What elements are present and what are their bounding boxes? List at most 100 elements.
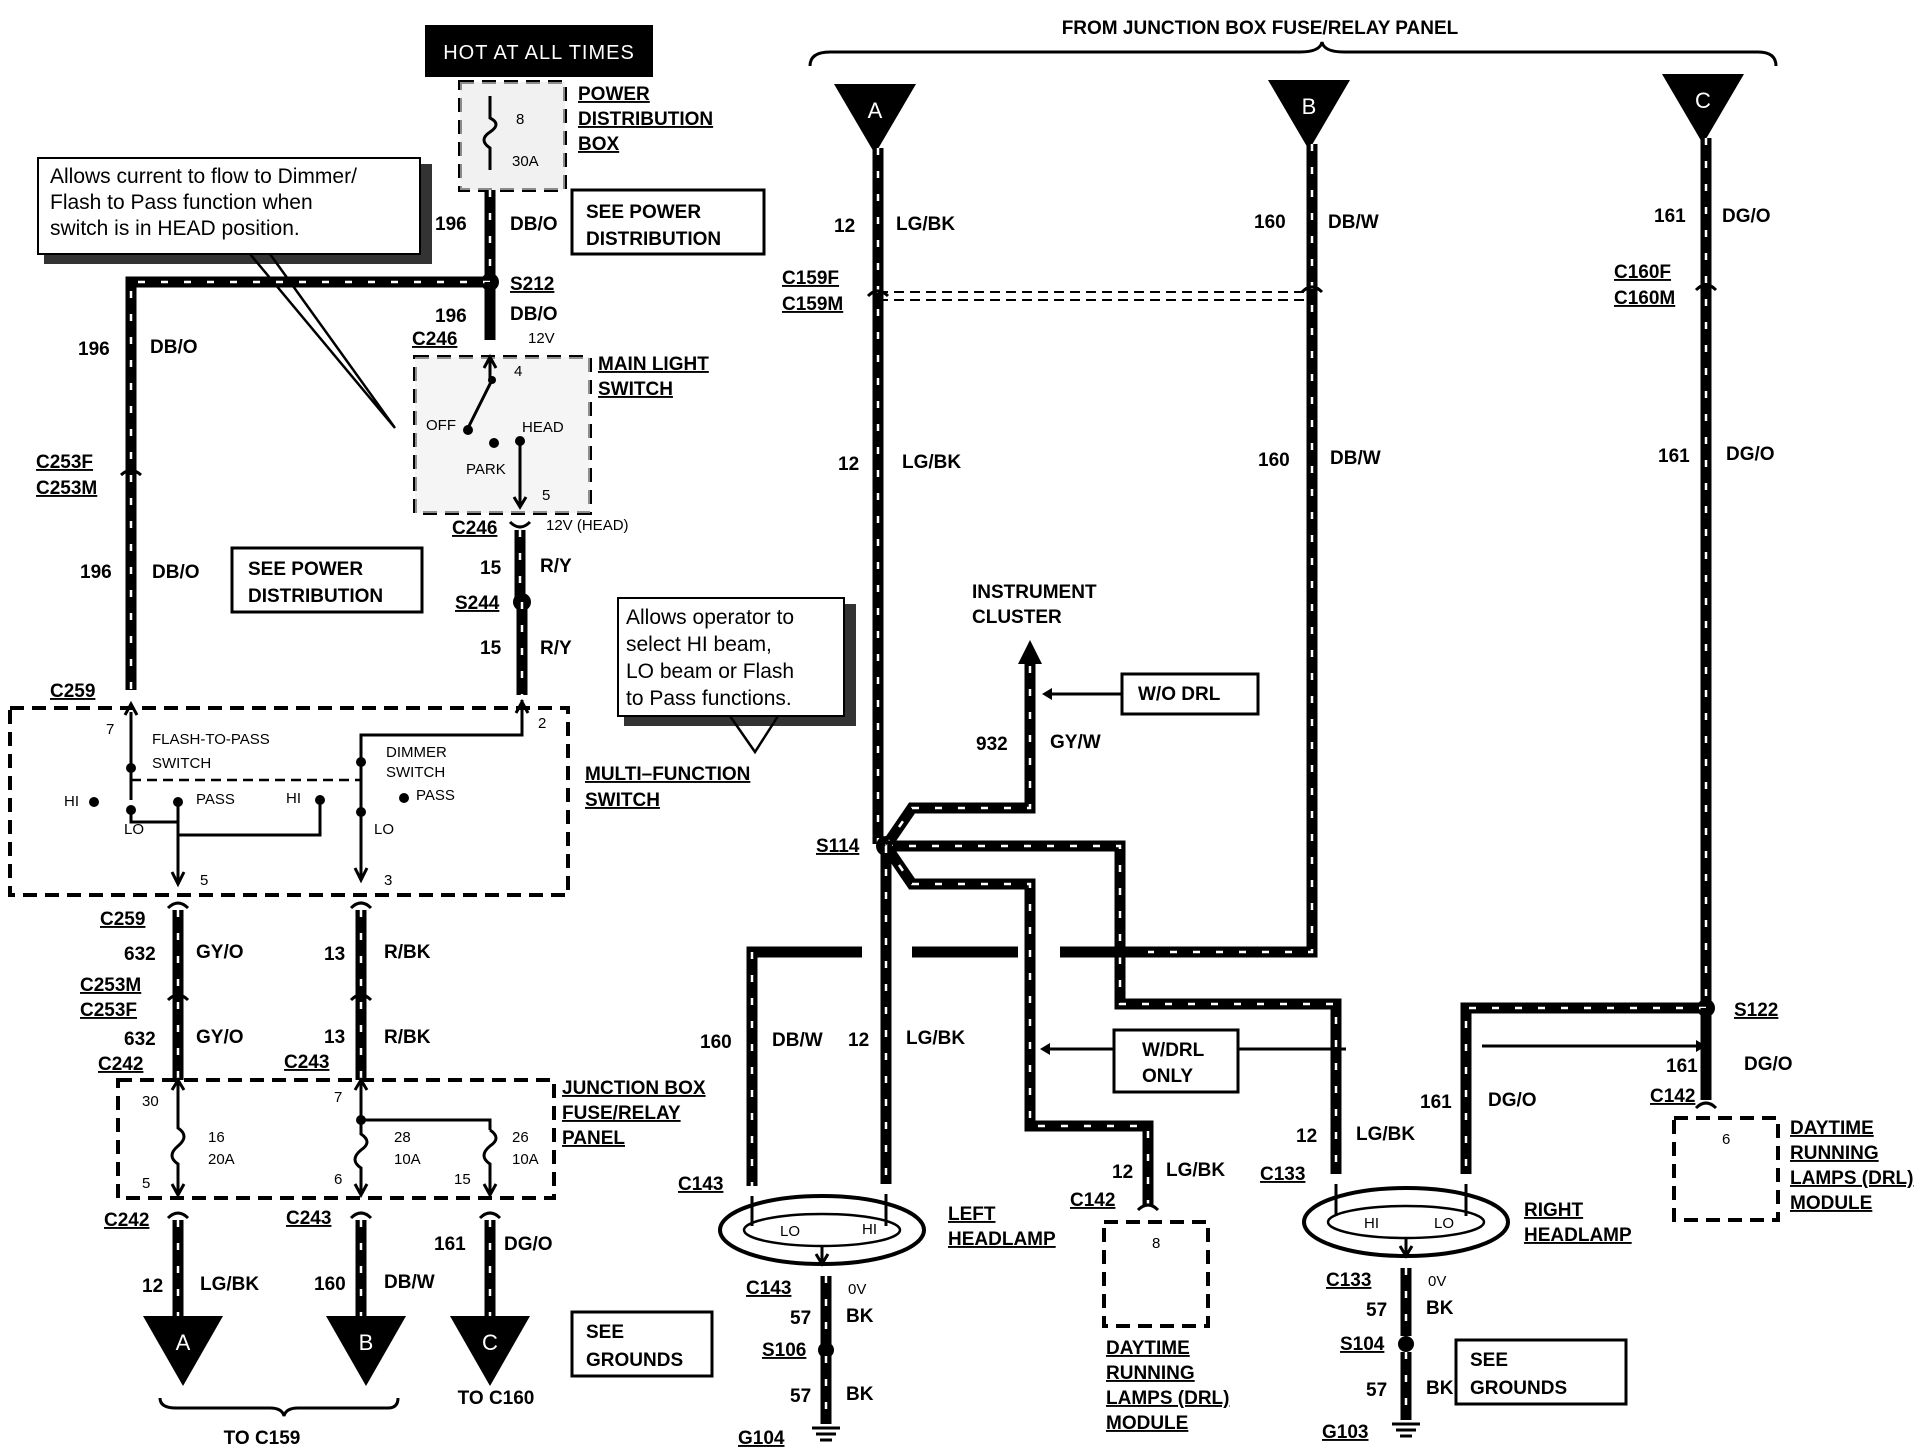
- c142-label-left: C142: [1070, 1190, 1115, 1211]
- see-grounds-box-left: [570, 1310, 714, 1378]
- wire-57-num-right-top: 57: [1366, 1300, 1387, 1321]
- wire-gyw-color: GY/W: [1050, 732, 1101, 753]
- see-power-distribution-mid-2: DISTRIBUTION: [248, 586, 383, 607]
- see-power-distribution-top-1: SEE POWER: [586, 202, 701, 223]
- connector-c-top: [1662, 74, 1744, 144]
- connector-a-bottom: [143, 1316, 223, 1386]
- s122-label: S122: [1734, 1000, 1778, 1021]
- drl-module-right-pin: 6: [1722, 1131, 1730, 1148]
- wire-gyo-color-top: GY/O: [196, 942, 244, 963]
- dimmer-note-box: [37, 157, 421, 255]
- wire-15-num-top: 15: [480, 558, 502, 579]
- left-headlamp-lo: LO: [780, 1223, 800, 1240]
- main-switch-pin-in: 4: [514, 363, 522, 380]
- jb-pin-30: 30: [142, 1093, 159, 1110]
- c143-label-bottom: C143: [746, 1278, 791, 1299]
- c242-label-top: C242: [98, 1054, 143, 1075]
- wire-dbw-color-b-top: DB/W: [1328, 212, 1379, 233]
- drl-module-right-label-3: LAMPS (DRL): [1790, 1168, 1913, 1189]
- from-junction-box-label: FROM JUNCTION BOX FUSE/RELAY PANEL: [1062, 18, 1459, 39]
- see-grounds-right-1: SEE: [1470, 1350, 1508, 1371]
- jb-pin-15: 15: [454, 1171, 471, 1188]
- drl-module-left-label-1: DAYTIME: [1106, 1338, 1190, 1359]
- left-headlamp-label-2: HEADLAMP: [948, 1229, 1056, 1250]
- right-headlamp-label-2: HEADLAMP: [1524, 1225, 1632, 1246]
- drl-module-right-box: [1672, 1116, 1780, 1222]
- c243-label-bottom: C243: [286, 1208, 331, 1229]
- wire-161-num-c-mid: 161: [1658, 446, 1690, 467]
- multi-pass-left: PASS: [196, 791, 235, 808]
- to-c159-label: TO C159: [224, 1428, 301, 1449]
- flash-to-pass-label-2: SWITCH: [152, 755, 211, 772]
- multi-hi-left: HI: [64, 793, 79, 810]
- hot-at-all-times-label: HOT AT ALL TIMES: [443, 42, 635, 64]
- see-grounds-box-right: [1454, 1338, 1628, 1406]
- wo-drl-box: [1120, 672, 1260, 716]
- wire-161-num-rhl: 161: [1420, 1092, 1452, 1113]
- main-switch-park: PARK: [466, 461, 506, 478]
- pdb-fuse-number: 8: [516, 111, 524, 128]
- pdb-label-2: DISTRIBUTION: [578, 109, 713, 130]
- c253m-top-label: C253M: [36, 478, 97, 499]
- jb-fuse-16-rating: 20A: [208, 1151, 235, 1168]
- pdb-fuse-rating: 30A: [512, 153, 539, 170]
- connector-c-bottom: [450, 1316, 530, 1386]
- ground-g103-symbol: [1392, 1422, 1420, 1438]
- wire-632-num-top: 632: [124, 944, 156, 965]
- wire-13-num-bottom: 13: [324, 1027, 345, 1048]
- jb-fuse-26-rating: 10A: [512, 1151, 539, 1168]
- s104-label: S104: [1340, 1334, 1385, 1355]
- g104-label: G104: [738, 1428, 785, 1449]
- g103-label: G103: [1322, 1422, 1368, 1443]
- dimmer-switch-label-2: SWITCH: [386, 764, 445, 781]
- jb-fuse-28: [353, 1120, 369, 1192]
- right-headlamp-lo: LO: [1434, 1215, 1454, 1232]
- multi-function-switch-label-1: MULTI–FUNCTION: [585, 764, 750, 785]
- connector-a-top: [834, 84, 916, 154]
- wire-dbw-color-left: DB/W: [384, 1272, 435, 1293]
- wire-57-num-right-bottom: 57: [1366, 1380, 1387, 1401]
- see-grounds-left-2: GROUNDS: [586, 1350, 683, 1371]
- wire-dbo-color-2: DB/O: [510, 304, 558, 325]
- jb-pin-5: 5: [142, 1175, 150, 1192]
- jb-fuse-16: [170, 1082, 186, 1192]
- wire-57-num-left-top: 57: [790, 1308, 811, 1329]
- multi-hi-mid: HI: [286, 790, 301, 807]
- main-switch-pin-out: 5: [542, 487, 550, 504]
- wire-dbo-color-top: DB/O: [510, 214, 558, 235]
- wire-dgo-color-c-mid: DG/O: [1726, 444, 1775, 465]
- wire-rbk-color-top: R/BK: [384, 942, 431, 963]
- wire-160-column-b: [1140, 144, 1318, 958]
- wire-57-num-left-bottom: 57: [790, 1386, 811, 1407]
- w-drl-only-box: [1112, 1028, 1240, 1094]
- wire-161-num-drl: 161: [1666, 1056, 1698, 1077]
- c243-label-top: C243: [284, 1052, 329, 1073]
- w-drl-only-label-1: W/DRL: [1142, 1040, 1205, 1061]
- dimmer-note-line-2: Flash to Pass function when: [50, 191, 313, 214]
- junction-box-label-2: FUSE/RELAY: [562, 1103, 681, 1124]
- connector-a-top-label: A: [868, 98, 883, 123]
- wire-12-s114-drl: [881, 842, 1154, 1206]
- s244-label: S244: [455, 593, 500, 614]
- c253f-top-label: C253F: [36, 452, 93, 473]
- wire-932-num: 932: [976, 734, 1008, 755]
- wire-lgbk-color-lhl: LG/BK: [906, 1028, 965, 1049]
- wire-bk-color-left-bottom: BK: [846, 1384, 874, 1405]
- operator-note-pointer: [728, 715, 780, 755]
- connector-b-top: [1268, 80, 1350, 150]
- wire-932: [881, 660, 1036, 850]
- wire-13-num-top: 13: [324, 944, 345, 965]
- to-c159-brace: [158, 1397, 400, 1417]
- splice-s106: [818, 1342, 834, 1358]
- wire-12-num-lhl: 12: [848, 1030, 869, 1051]
- operator-note-line-1: Allows operator to: [626, 606, 794, 629]
- main-switch-off: OFF: [426, 417, 456, 434]
- drl-module-right-label-2: RUNNING: [1790, 1143, 1879, 1164]
- multi-function-switch-box: [8, 706, 570, 897]
- wire-12-num-a-mid: 12: [838, 454, 859, 475]
- connector-a-bottom-label: A: [176, 1330, 191, 1355]
- junction-box-panel-box: [116, 1078, 556, 1200]
- wire-bk-color-left-top: BK: [846, 1306, 874, 1327]
- junction-box-label-1: JUNCTION BOX: [562, 1078, 706, 1099]
- jb-fuse-28-rating: 10A: [394, 1151, 421, 1168]
